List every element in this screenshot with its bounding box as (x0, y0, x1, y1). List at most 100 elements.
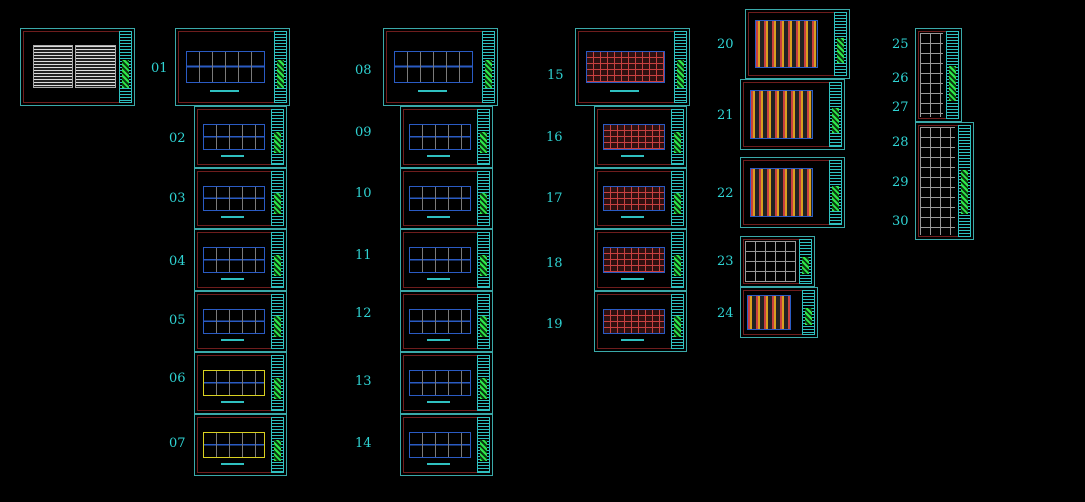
sheet-number-label: 11 (355, 248, 372, 263)
drawing-index-table (75, 45, 117, 88)
drawing-caption (427, 338, 450, 341)
floor-plan (602, 186, 665, 211)
sheet-07[interactable] (194, 414, 287, 476)
floor-plan (202, 247, 265, 273)
title-block (834, 12, 847, 76)
sheet-number-label: 24 (717, 306, 734, 321)
title-block (271, 417, 284, 473)
sheet-20[interactable] (745, 9, 850, 79)
sheet-18[interactable] (594, 229, 687, 291)
drawing-caption (427, 462, 450, 465)
sheet-15[interactable] (575, 28, 690, 106)
sheet-13[interactable] (400, 352, 493, 414)
sheet-12[interactable] (400, 291, 493, 352)
sheet-number-label: 01 (151, 61, 168, 76)
drawing-caption (621, 277, 644, 280)
sheets-28-30[interactable] (915, 122, 974, 240)
drawing-caption (427, 215, 450, 218)
sheet-number-label: 05 (169, 313, 186, 328)
drawing-caption (209, 89, 240, 92)
sheet-number-label: 13 (355, 374, 372, 389)
sheet-number-label: 29 (892, 175, 909, 190)
sheet-index[interactable] (20, 28, 135, 106)
sheet-10[interactable] (400, 168, 493, 229)
sheet-number-label: 10 (355, 186, 372, 201)
floor-plan (393, 51, 474, 83)
sheet-number-label: 25 (892, 37, 909, 52)
title-block (958, 125, 971, 237)
sheet-06[interactable] (194, 352, 287, 414)
sheet-number-label: 30 (892, 214, 909, 229)
drawing-caption (427, 277, 450, 280)
sheet-number-label: 16 (546, 130, 563, 145)
floor-plan (408, 124, 471, 150)
sheet-number-label: 12 (355, 306, 372, 321)
title-block (271, 232, 284, 288)
sheet-number-label: 26 (892, 71, 909, 86)
title-block (482, 31, 495, 103)
drawing-caption (621, 338, 644, 341)
detail-drawings (920, 33, 943, 117)
sheet-16[interactable] (594, 106, 687, 168)
sheet-03[interactable] (194, 168, 287, 229)
floor-plan (602, 247, 665, 273)
sheet-11[interactable] (400, 229, 493, 291)
sheet-22[interactable] (740, 157, 845, 228)
sheet-21[interactable] (740, 79, 845, 150)
sheet-number-label: 27 (892, 100, 909, 115)
sheet-05[interactable] (194, 291, 287, 352)
floor-plan (408, 370, 471, 396)
sheet-number-label: 19 (546, 317, 563, 332)
sheet-number-label: 18 (546, 256, 563, 271)
title-block (671, 109, 684, 165)
floor-plan (408, 309, 471, 334)
sheet-9[interactable] (400, 106, 493, 168)
sheet-number-label: 21 (717, 108, 734, 123)
title-block (802, 290, 815, 335)
elevation-drawing (754, 19, 818, 69)
floor-plan (408, 186, 471, 211)
sheet-number-label: 17 (546, 191, 563, 206)
sheet-01[interactable] (175, 28, 290, 106)
drawing-caption (221, 154, 244, 157)
sheet-23[interactable] (740, 236, 815, 287)
floor-plan (602, 124, 665, 150)
sheet-number-label: 23 (717, 254, 734, 269)
sheet-17[interactable] (594, 168, 687, 229)
drawing-caption (221, 462, 244, 465)
floor-plan (202, 370, 265, 396)
title-block (671, 232, 684, 288)
sheet-number-label: 09 (355, 125, 372, 140)
elevation-drawing (749, 168, 813, 217)
sheet-08[interactable] (383, 28, 498, 106)
drawing-caption (221, 215, 244, 218)
title-block (477, 355, 490, 411)
sheet-number-label: 20 (717, 37, 734, 52)
floor-plan (202, 432, 265, 458)
title-block (271, 355, 284, 411)
title-block (274, 31, 287, 103)
sheet-number-label: 14 (355, 436, 372, 451)
sheet-19[interactable] (594, 291, 687, 352)
drawing-caption (427, 400, 450, 403)
title-block (477, 294, 490, 349)
title-block (799, 239, 812, 284)
sheet-number-label: 22 (717, 186, 734, 201)
sheet-number-label: 03 (169, 191, 186, 206)
sheet-number-label: 07 (169, 436, 186, 451)
title-block (671, 171, 684, 226)
elevation-drawing (747, 295, 791, 330)
sheet-04[interactable] (194, 229, 287, 291)
floor-plan (585, 51, 666, 83)
sheet-14[interactable] (400, 414, 493, 476)
floor-plan (202, 186, 265, 211)
title-block (674, 31, 687, 103)
sheets-25-27[interactable] (915, 28, 962, 122)
sheet-24[interactable] (740, 287, 818, 338)
sheet-02[interactable] (194, 106, 287, 168)
sheet-number-label: 08 (355, 63, 372, 78)
title-block (829, 82, 842, 147)
drawing-caption (621, 154, 644, 157)
drawing-caption (221, 338, 244, 341)
sheet-number-label: 15 (547, 68, 564, 83)
